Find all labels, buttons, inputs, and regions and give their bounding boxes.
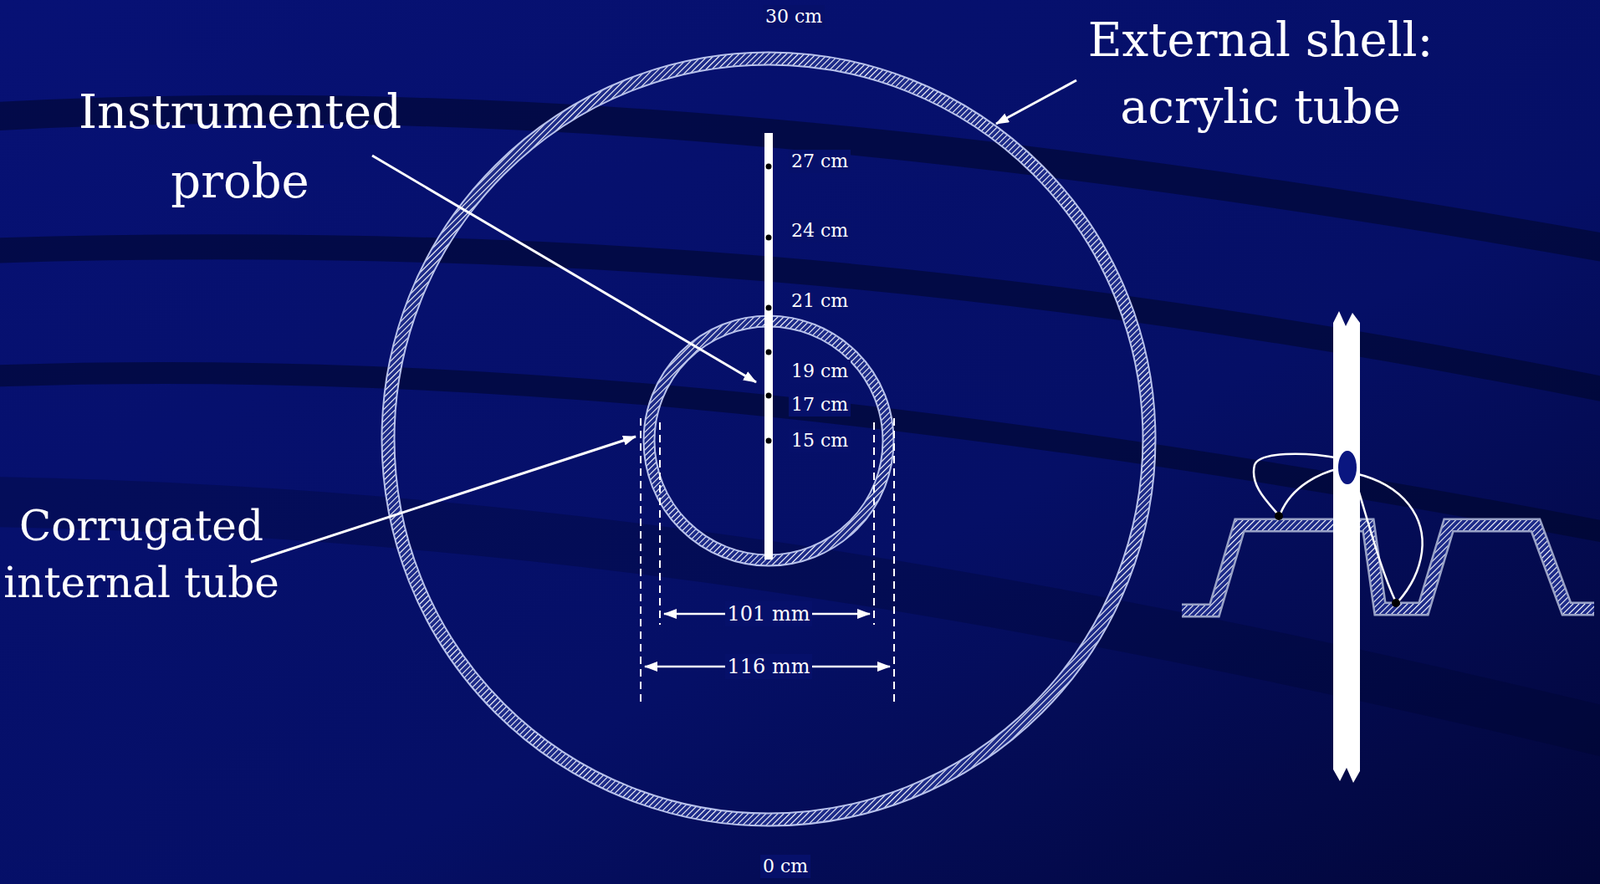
probe-section [1333,311,1360,783]
probe [764,132,773,560]
extension-line [873,422,875,625]
sensor-dot [766,349,772,356]
junction-dot [1274,511,1284,521]
leader-line [372,155,757,383]
sensor-dot [766,163,772,170]
sensor-wires [1253,454,1423,603]
extension-line [659,422,661,625]
wire [1353,473,1396,603]
depth-label: 24 cm [788,219,851,243]
dimension-label: 101 mm [725,601,813,627]
wire [1354,473,1423,603]
depth-label: 17 cm [788,393,851,417]
extension-line [893,418,895,702]
depth-label: 15 cm [788,429,851,453]
depth-label: 21 cm [788,289,851,313]
depth-label: 27 cm [788,149,851,174]
leader-line [250,436,636,563]
part-label: External shell: acrylic tube [1009,6,1512,141]
sensor-dots [766,163,772,445]
depth-label: 19 cm [788,359,851,384]
sensor-dot [766,305,772,312]
outer-tube-outline [388,58,1150,820]
sensor-dot [766,235,772,241]
wire [1253,454,1340,516]
junction-dot [1391,598,1401,608]
outer-tube [388,58,1150,820]
sensor [1338,450,1357,485]
extension-line [639,418,642,702]
extension-lines [640,418,895,702]
corrugated-wall [1181,525,1595,611]
axis-label: 30 cm [762,5,825,29]
part-label: Instrumented probe [30,76,450,216]
axis-label: 0 cm [760,854,811,879]
corrugated-wall-outline [1181,525,1595,611]
leader-line [996,80,1077,124]
wire [1280,468,1340,514]
sensor-dot [766,393,772,399]
sensor-dot [766,438,772,445]
dimension-label: 116 mm [725,654,813,680]
part-label: Corrugated internal tube [3,497,280,612]
